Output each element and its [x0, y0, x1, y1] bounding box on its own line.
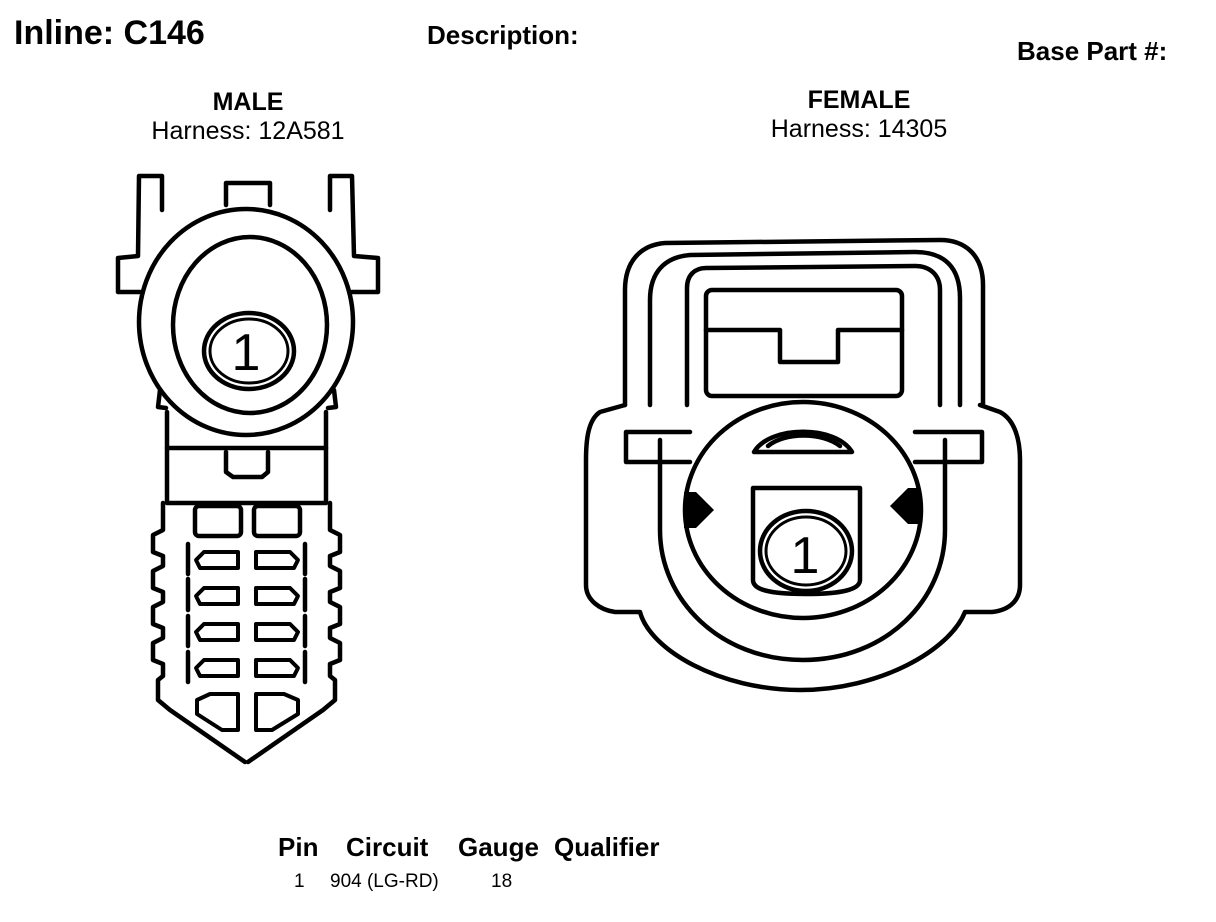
right-key-marker	[890, 488, 920, 524]
circuit-column-header: Circuit	[346, 832, 429, 862]
female-harness: Harness: 14305	[770, 115, 948, 143]
row-circuit: 904 (LG-RD)	[330, 871, 439, 892]
gauge-column-header: Gauge	[458, 832, 539, 862]
qualifier-column-header: Qualifier	[554, 832, 660, 862]
male-harness: Harness: 12A581	[151, 117, 345, 145]
connector-title: Inline: C146	[14, 14, 205, 52]
description-label: Description:	[427, 20, 579, 50]
row-gauge: 18	[491, 871, 513, 892]
left-key-marker	[684, 492, 714, 528]
male-connector	[115, 173, 381, 765]
row-pin: 1	[294, 871, 305, 892]
pin-column-header: Pin	[278, 832, 319, 862]
base-part-label: Base Part #:	[1017, 36, 1168, 66]
female-pin-number: 1	[791, 527, 820, 585]
male-pin-number: 1	[232, 324, 261, 382]
female-connector	[583, 237, 1023, 693]
male-title: MALE	[212, 88, 284, 116]
female-title: FEMALE	[807, 86, 911, 114]
